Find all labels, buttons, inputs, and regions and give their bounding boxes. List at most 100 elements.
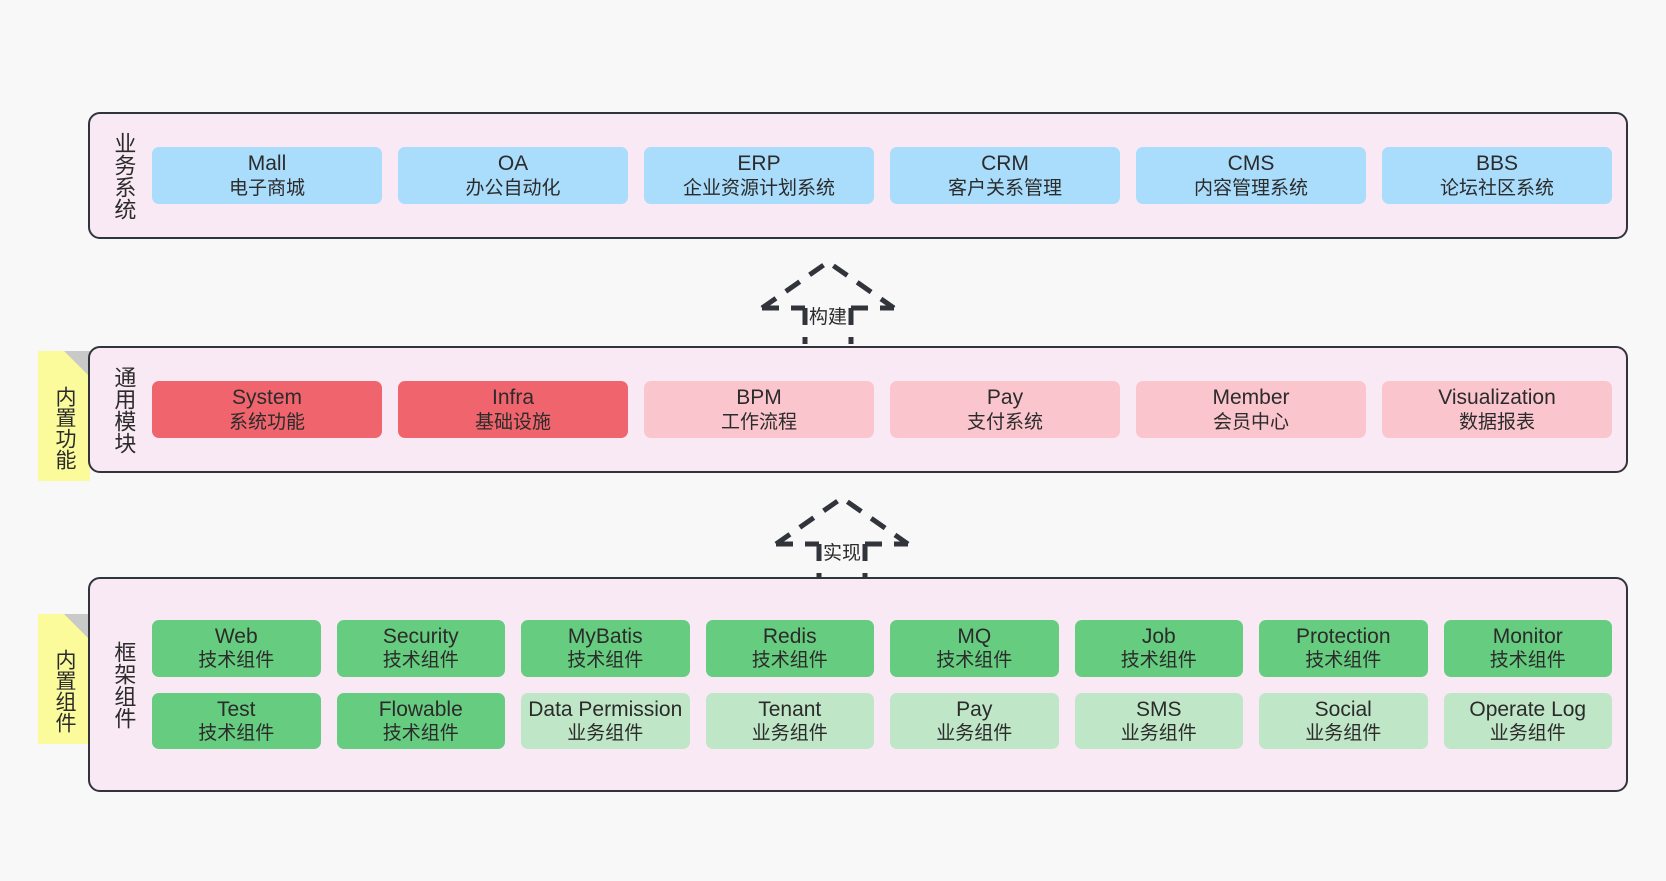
card-subtitle: 技术组件	[567, 650, 644, 672]
folded-corner-icon	[64, 614, 90, 640]
note-label: 内置组件	[52, 649, 76, 733]
card-pay[interactable]: Pay 支付系统	[890, 381, 1120, 438]
layer-title-framework-component: 框架组件	[111, 640, 137, 729]
card-title: CRM	[981, 152, 1029, 176]
layer-body-business-system: Mall 电子商城 OA 办公自动化 ERP 企业资源计划系统 CRM 客户关系…	[144, 114, 1626, 237]
card-subtitle: 客户关系管理	[947, 177, 1062, 199]
card-redis[interactable]: Redis 技术组件	[705, 619, 874, 677]
card-data-permission[interactable]: Data Permission 业务组件	[521, 692, 690, 750]
layer-business-system: 业务系统 Mall 电子商城 OA 办公自动化 ERP 企业资源计划系统 CRM…	[88, 112, 1628, 239]
card-title: Data Permission	[528, 697, 683, 721]
note-label: 内置功能	[52, 386, 76, 470]
card-title: Monitor	[1492, 624, 1563, 648]
card-subtitle: 技术组件	[936, 650, 1013, 672]
card-erp[interactable]: ERP 企业资源计划系统	[644, 147, 874, 204]
card-title: Test	[216, 697, 256, 721]
card-flowable[interactable]: Flowable 技术组件	[336, 692, 505, 750]
card-title: MQ	[957, 624, 992, 648]
card-operate-log[interactable]: Operate Log 业务组件	[1443, 692, 1612, 750]
layer-title-common-module: 通用模块	[111, 365, 137, 454]
card-title: BBS	[1475, 152, 1519, 176]
card-title: Visualization	[1438, 386, 1556, 410]
card-tenant[interactable]: Tenant 业务组件	[705, 692, 874, 750]
card-subtitle: 技术组件	[1120, 650, 1197, 672]
card-crm[interactable]: CRM 客户关系管理	[890, 147, 1120, 204]
card-mq[interactable]: MQ 技术组件	[890, 619, 1059, 677]
arrow-build-label: 构建	[808, 307, 848, 328]
card-title: Member	[1212, 386, 1290, 410]
card-subtitle: 技术组件	[382, 723, 459, 745]
card-title: Protection	[1295, 624, 1391, 648]
card-title: Mall	[247, 152, 287, 176]
card-bpm[interactable]: BPM 工作流程	[644, 381, 874, 438]
card-cms[interactable]: CMS 内容管理系统	[1136, 147, 1366, 204]
card-subtitle: 技术组件	[198, 650, 275, 672]
card-subtitle: 办公自动化	[465, 177, 561, 199]
card-subtitle: 数据报表	[1458, 411, 1535, 433]
card-subtitle: 业务组件	[751, 723, 828, 745]
card-title: Social	[1314, 697, 1372, 721]
card-subtitle: 业务组件	[1489, 723, 1566, 745]
card-title: SMS	[1135, 697, 1182, 721]
card-row: Web 技术组件 Security 技术组件 MyBatis 技术组件 Redi…	[152, 619, 1612, 677]
note-builtin-component: 内置组件	[38, 614, 90, 744]
card-visualization[interactable]: Visualization 数据报表	[1382, 381, 1612, 438]
card-system[interactable]: System 系统功能	[152, 381, 382, 438]
card-subtitle: 技术组件	[1489, 650, 1566, 672]
layer-body-common-module: System 系统功能 Infra 基础设施 BPM 工作流程 Pay 支付系统…	[144, 348, 1626, 471]
arrow-stem-shape	[802, 308, 854, 344]
card-title: MyBatis	[567, 624, 643, 648]
card-title: ERP	[737, 152, 781, 176]
card-member[interactable]: Member 会员中心	[1136, 381, 1366, 438]
arrow-stem-shape	[816, 544, 868, 580]
card-subtitle: 企业资源计划系统	[682, 177, 835, 199]
card-title: Pay	[956, 697, 993, 721]
arrow-implement: 实现	[772, 494, 912, 580]
card-title: Job	[1141, 624, 1176, 648]
card-title: Operate Log	[1469, 697, 1587, 721]
card-social[interactable]: Social 业务组件	[1259, 692, 1428, 750]
card-title: Tenant	[758, 697, 822, 721]
layer-body-framework-component: Web 技术组件 Security 技术组件 MyBatis 技术组件 Redi…	[144, 579, 1626, 790]
card-row: System 系统功能 Infra 基础设施 BPM 工作流程 Pay 支付系统…	[152, 381, 1612, 438]
card-job[interactable]: Job 技术组件	[1074, 619, 1243, 677]
note-builtin-function: 内置功能	[38, 351, 90, 481]
card-title: Flowable	[378, 697, 463, 721]
card-subtitle: 系统功能	[228, 411, 305, 433]
card-mall[interactable]: Mall 电子商城	[152, 147, 382, 204]
card-title: System	[231, 386, 302, 410]
card-subtitle: 技术组件	[198, 723, 275, 745]
card-subtitle: 业务组件	[1305, 723, 1382, 745]
layer-common-module: 通用模块 System 系统功能 Infra 基础设施 BPM 工作流程 Pay…	[88, 346, 1628, 473]
card-title: OA	[497, 152, 529, 176]
card-title: Web	[214, 624, 258, 648]
card-pay-business[interactable]: Pay 业务组件	[890, 692, 1059, 750]
card-title: BPM	[736, 386, 782, 410]
card-mybatis[interactable]: MyBatis 技术组件	[521, 619, 690, 677]
card-test[interactable]: Test 技术组件	[152, 692, 321, 750]
card-title: Redis	[762, 624, 817, 648]
card-subtitle: 工作流程	[720, 411, 797, 433]
card-subtitle: 技术组件	[1305, 650, 1382, 672]
card-security[interactable]: Security 技术组件	[336, 619, 505, 677]
folded-corner-icon	[64, 351, 90, 377]
card-row: Mall 电子商城 OA 办公自动化 ERP 企业资源计划系统 CRM 客户关系…	[152, 147, 1612, 204]
arrow-build: 构建	[758, 258, 898, 344]
card-bbs[interactable]: BBS 论坛社区系统	[1382, 147, 1612, 204]
card-subtitle: 基础设施	[474, 411, 551, 433]
layer-title-business-system: 业务系统	[111, 131, 137, 220]
card-subtitle: 论坛社区系统	[1439, 177, 1554, 199]
card-protection[interactable]: Protection 技术组件	[1259, 619, 1428, 677]
card-subtitle: 内容管理系统	[1193, 177, 1308, 199]
card-web[interactable]: Web 技术组件	[152, 619, 321, 677]
card-infra[interactable]: Infra 基础设施	[398, 381, 628, 438]
card-subtitle: 会员中心	[1212, 411, 1289, 433]
card-subtitle: 业务组件	[1120, 723, 1197, 745]
layer-framework-component: 框架组件 Web 技术组件 Security 技术组件 MyBatis 技术组件…	[88, 577, 1628, 792]
card-monitor[interactable]: Monitor 技术组件	[1443, 619, 1612, 677]
card-subtitle: 支付系统	[966, 411, 1043, 433]
card-oa[interactable]: OA 办公自动化	[398, 147, 628, 204]
card-sms[interactable]: SMS 业务组件	[1074, 692, 1243, 750]
card-title: Infra	[491, 386, 535, 410]
